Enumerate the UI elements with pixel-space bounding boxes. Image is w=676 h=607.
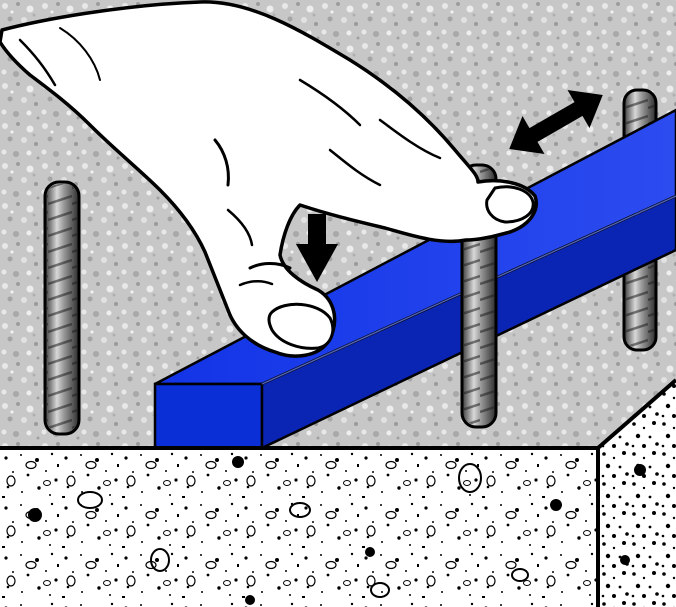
rebar-left bbox=[45, 182, 79, 434]
